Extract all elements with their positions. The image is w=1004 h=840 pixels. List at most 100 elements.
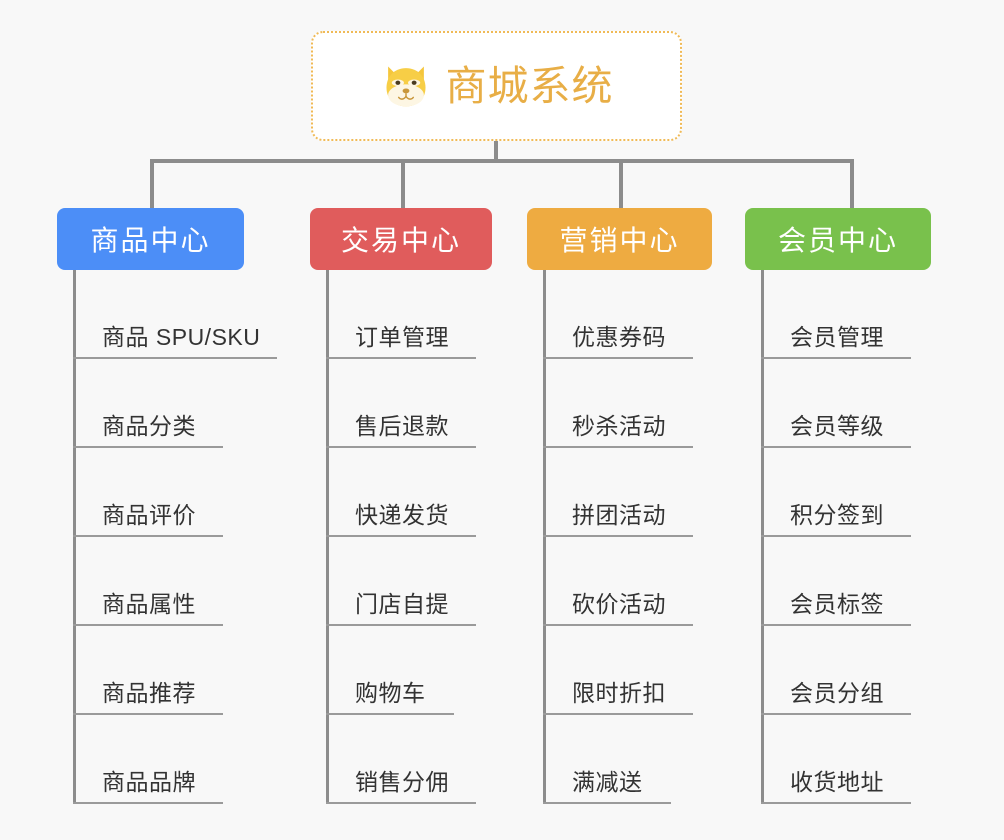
leaf-item-underline (326, 535, 476, 537)
shiba-dog-face-icon (386, 66, 425, 107)
leaf-item-label: 秒杀活动 (572, 413, 666, 439)
leaf-item-underline (73, 357, 277, 359)
leaf-item-underline (761, 535, 911, 537)
branch-spine-4 (761, 270, 764, 804)
leaf-item-underline (326, 713, 454, 715)
category-header-label: 营销中心 (559, 225, 680, 256)
branch-spine-3 (543, 270, 546, 804)
leaf-item-label: 商品属性 (102, 591, 196, 617)
category-item-list-1: 商品 SPU/SKU 商品分类商品评价商品属性商品推荐商品品牌 (57, 270, 277, 804)
connector-drop-2 (401, 159, 405, 209)
leaf-item[interactable]: 砍价活动 (527, 537, 712, 626)
category-item-list-4: 会员管理会员等级积分签到会员标签会员分组收货地址 (745, 270, 931, 804)
leaf-item-label: 积分签到 (790, 502, 884, 528)
category-item-list-2: 订单管理售后退款快递发货门店自提购物车销售分佣 (310, 270, 492, 804)
leaf-item[interactable]: 销售分佣 (310, 715, 492, 804)
leaf-item-label: 优惠券码 (572, 324, 666, 350)
category-header-4[interactable]: 会员中心 (745, 208, 931, 270)
leaf-item[interactable]: 商品属性 (57, 537, 244, 626)
leaf-item-label: 拼团活动 (572, 502, 666, 528)
leaf-item-label: 限时折扣 (572, 680, 666, 706)
category-column-3: 营销中心优惠券码秒杀活动拼团活动砍价活动限时折扣满减送 (527, 208, 712, 804)
category-header-label: 商品中心 (90, 225, 211, 256)
leaf-item[interactable]: 收货地址 (745, 715, 931, 804)
leaf-item-label: 满减送 (572, 769, 643, 795)
connector-root-stem (494, 141, 498, 162)
leaf-item-underline (761, 357, 911, 359)
category-item-list-3: 优惠券码秒杀活动拼团活动砍价活动限时折扣满减送 (527, 270, 712, 804)
leaf-item-underline (761, 713, 911, 715)
leaf-item[interactable]: 订单管理 (310, 270, 492, 359)
leaf-item[interactable]: 限时折扣 (527, 626, 712, 715)
connector-horizontal-bar (150, 159, 854, 163)
leaf-item-underline (543, 713, 693, 715)
category-header-1[interactable]: 商品中心 (57, 208, 244, 270)
leaf-item[interactable]: 会员标签 (745, 537, 931, 626)
leaf-item-underline (543, 535, 693, 537)
leaf-item[interactable]: 售后退款 (310, 359, 492, 448)
leaf-item[interactable]: 满减送 (527, 715, 712, 804)
category-header-3[interactable]: 营销中心 (527, 208, 712, 270)
leaf-item-underline (543, 802, 671, 804)
leaf-item[interactable]: 优惠券码 (527, 270, 712, 359)
category-header-label: 会员中心 (777, 225, 898, 256)
leaf-item-underline (543, 624, 693, 626)
category-header-label: 交易中心 (340, 225, 461, 256)
leaf-item-underline (326, 446, 476, 448)
leaf-item[interactable]: 门店自提 (310, 537, 492, 626)
leaf-item-label: 商品评价 (102, 502, 196, 528)
leaf-item[interactable]: 积分签到 (745, 448, 931, 537)
leaf-item-underline (326, 357, 476, 359)
leaf-item-underline (543, 357, 693, 359)
leaf-item[interactable]: 购物车 (310, 626, 492, 715)
category-column-2: 交易中心订单管理售后退款快递发货门店自提购物车销售分佣 (310, 208, 492, 804)
leaf-item[interactable]: 会员等级 (745, 359, 931, 448)
category-header-2[interactable]: 交易中心 (310, 208, 492, 270)
leaf-item-label: 购物车 (355, 680, 426, 706)
root-node[interactable]: 商城系统 (311, 31, 682, 141)
leaf-item-label: 收货地址 (790, 769, 884, 795)
leaf-item-underline (73, 624, 223, 626)
leaf-item-underline (761, 624, 911, 626)
root-title: 商城系统 (445, 62, 614, 109)
leaf-item[interactable]: 商品 SPU/SKU (57, 270, 277, 359)
leaf-item-underline (543, 446, 693, 448)
leaf-item-underline (761, 802, 911, 804)
leaf-item-underline (326, 802, 476, 804)
leaf-item-label: 砍价活动 (572, 591, 666, 617)
leaf-item[interactable]: 商品品牌 (57, 715, 244, 804)
leaf-item[interactable]: 会员分组 (745, 626, 931, 715)
leaf-item-underline (761, 446, 911, 448)
leaf-item-underline (73, 802, 223, 804)
leaf-item-underline (73, 713, 223, 715)
leaf-item[interactable]: 商品分类 (57, 359, 244, 448)
connector-drop-3 (619, 159, 623, 209)
leaf-item-label: 会员标签 (790, 591, 884, 617)
connector-drop-1 (150, 159, 154, 209)
leaf-item-label: 会员分组 (790, 680, 884, 706)
leaf-item[interactable]: 快递发货 (310, 448, 492, 537)
branch-spine-2 (326, 270, 329, 804)
leaf-item-label: 快递发货 (355, 502, 449, 528)
connector-drop-4 (850, 159, 854, 209)
branch-spine-1 (73, 270, 76, 804)
category-column-1: 商品中心商品 SPU/SKU 商品分类商品评价商品属性商品推荐商品品牌 (57, 208, 277, 804)
leaf-item-label: 销售分佣 (355, 769, 449, 795)
leaf-item[interactable]: 秒杀活动 (527, 359, 712, 448)
leaf-item-label: 商品品牌 (102, 769, 196, 795)
leaf-item-label: 会员等级 (790, 413, 884, 439)
leaf-item[interactable]: 拼团活动 (527, 448, 712, 537)
leaf-item-underline (73, 446, 223, 448)
leaf-item-label: 商品分类 (102, 413, 196, 439)
leaf-item-label: 订单管理 (355, 324, 449, 350)
leaf-item-label: 售后退款 (355, 413, 449, 439)
leaf-item-label: 商品推荐 (102, 680, 196, 706)
leaf-item[interactable]: 商品评价 (57, 448, 244, 537)
leaf-item-underline (326, 624, 476, 626)
leaf-item[interactable]: 商品推荐 (57, 626, 244, 715)
leaf-item-label: 门店自提 (355, 591, 449, 617)
category-column-4: 会员中心会员管理会员等级积分签到会员标签会员分组收货地址 (745, 208, 931, 804)
leaf-item-underline (73, 535, 223, 537)
leaf-item[interactable]: 会员管理 (745, 270, 931, 359)
